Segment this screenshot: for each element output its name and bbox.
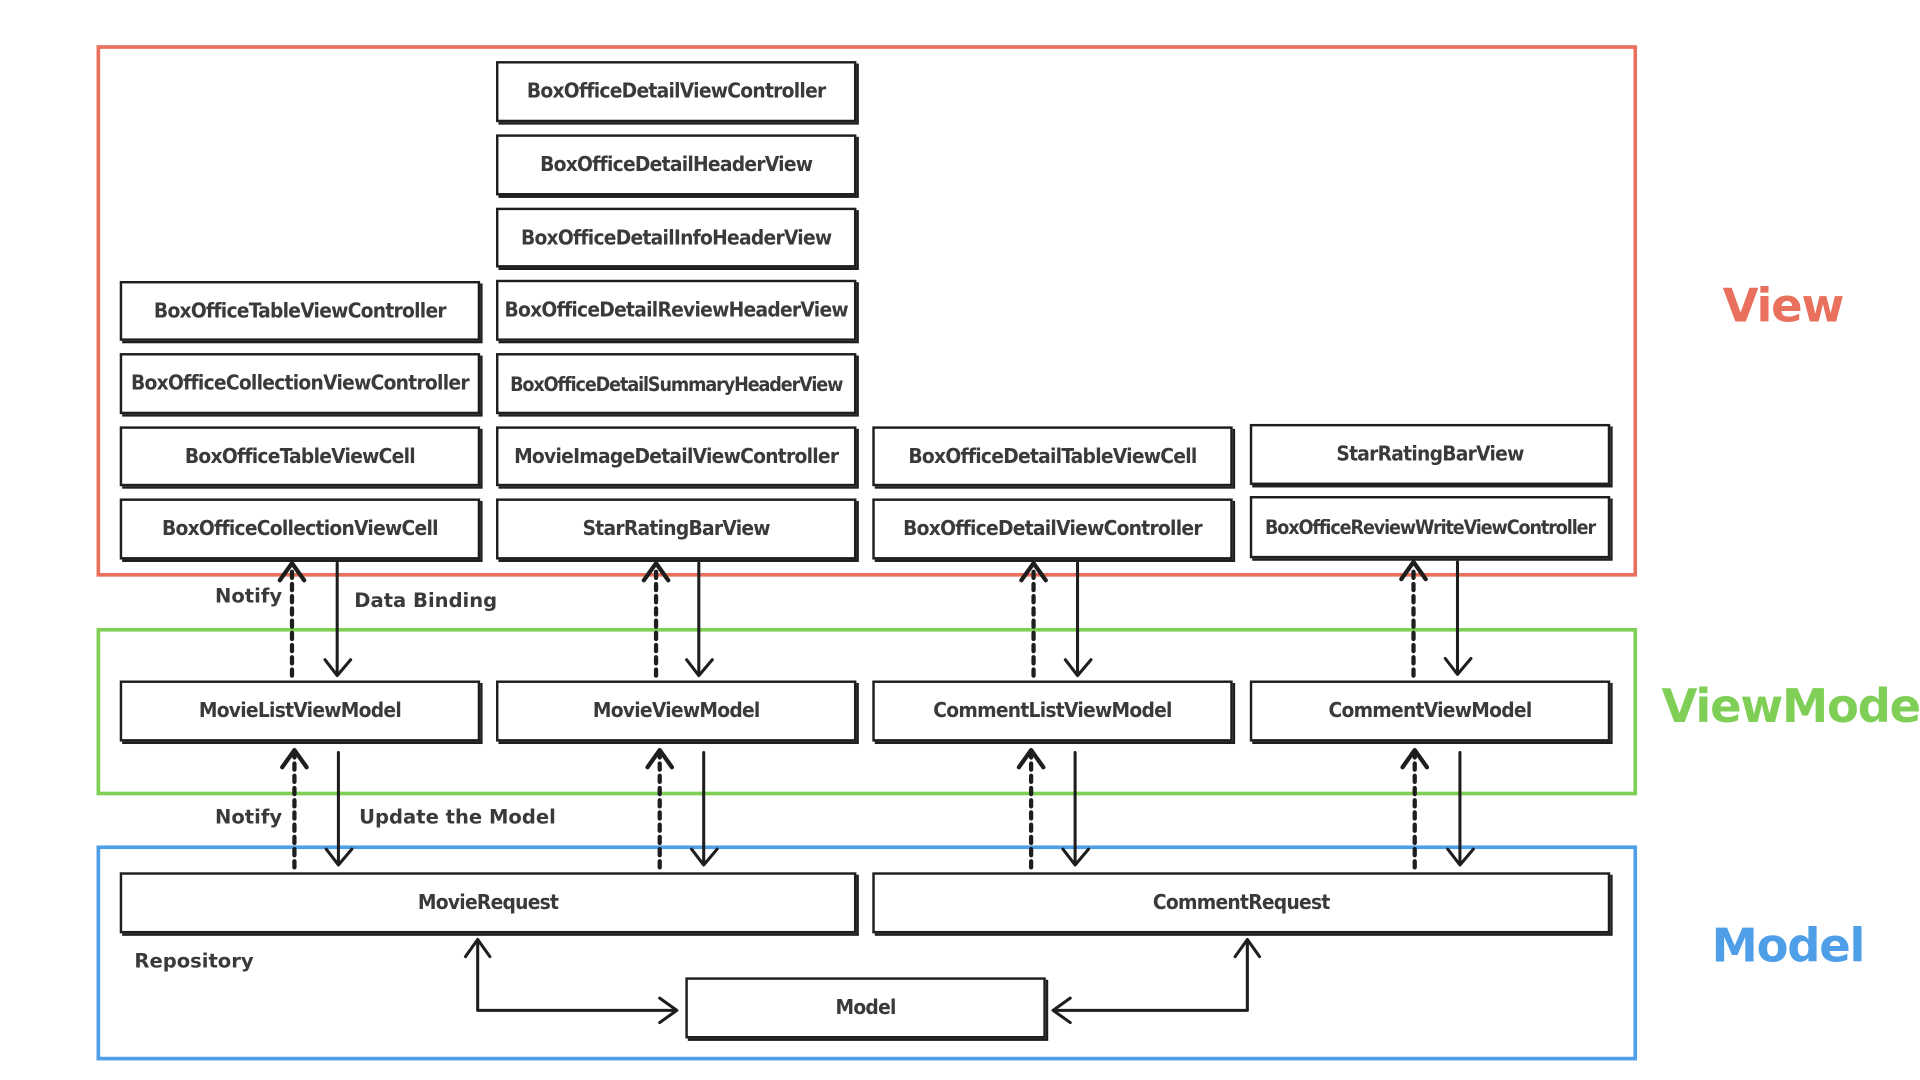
request-box-comment: CommentRequest <box>872 872 1611 934</box>
viewmodel-box-comment: CommentViewModel <box>1249 680 1611 742</box>
notify-label-top: Notify <box>215 583 283 608</box>
viewmodel-box-comment-list: CommentListViewModel <box>872 680 1233 742</box>
request-box-movie: MovieRequest <box>119 872 857 934</box>
view-box-boxoffice-detail-header-view: BoxOfficeDetailHeaderView <box>496 134 857 196</box>
data-binding-label: Data Binding <box>354 588 498 613</box>
model-layer-frame <box>96 845 1638 1061</box>
view-box-star-rating-bar-view: StarRatingBarView <box>496 498 857 560</box>
model-layer-title: Model <box>1711 918 1866 973</box>
view-layer-title: View <box>1722 278 1845 333</box>
viewmodel-box-movie: MovieViewModel <box>496 680 857 742</box>
view-box-boxoffice-detail-view-controller-2: BoxOfficeDetailViewController <box>872 498 1233 560</box>
viewmodel-layer-title: ViewModel <box>1661 679 1920 734</box>
view-layer-frame <box>96 45 1638 577</box>
view-box-boxoffice-table-view-controller: BoxOfficeTableViewController <box>119 280 481 341</box>
notify-label-bottom: Notify <box>215 805 283 829</box>
view-box-boxoffice-collection-view-cell: BoxOfficeCollectionViewCell <box>119 498 481 560</box>
view-box-boxoffice-review-write-view-controller: BoxOfficeReviewWriteViewController <box>1249 496 1611 559</box>
view-box-boxoffice-detail-summary-header-view: BoxOfficeDetailSummaryHeaderView <box>496 353 857 415</box>
view-box-movie-image-detail-view-controller: MovieImageDetailViewController <box>496 426 857 487</box>
repository-label: Repository <box>134 949 254 973</box>
update-model-label: Update the Model <box>359 805 556 829</box>
view-box-boxoffice-table-view-cell: BoxOfficeTableViewCell <box>119 426 481 487</box>
view-box-boxoffice-detail-review-header-view: BoxOfficeDetailReviewHeaderView <box>496 279 857 341</box>
view-box-boxoffice-collection-view-controller: BoxOfficeCollectionViewController <box>119 353 481 415</box>
view-box-star-rating-bar-view-2: StarRatingBarView <box>1249 423 1611 486</box>
viewmodel-layer-frame <box>96 627 1638 796</box>
model-box: Model <box>685 977 1046 1039</box>
viewmodel-box-movie-list: MovieListViewModel <box>119 680 481 742</box>
view-box-boxoffice-detail-table-view-cell: BoxOfficeDetailTableViewCell <box>872 426 1233 487</box>
view-box-boxoffice-detail-view-controller: BoxOfficeDetailViewController <box>496 61 857 123</box>
view-box-boxoffice-detail-info-header-view: BoxOfficeDetailInfoHeaderView <box>496 207 857 268</box>
